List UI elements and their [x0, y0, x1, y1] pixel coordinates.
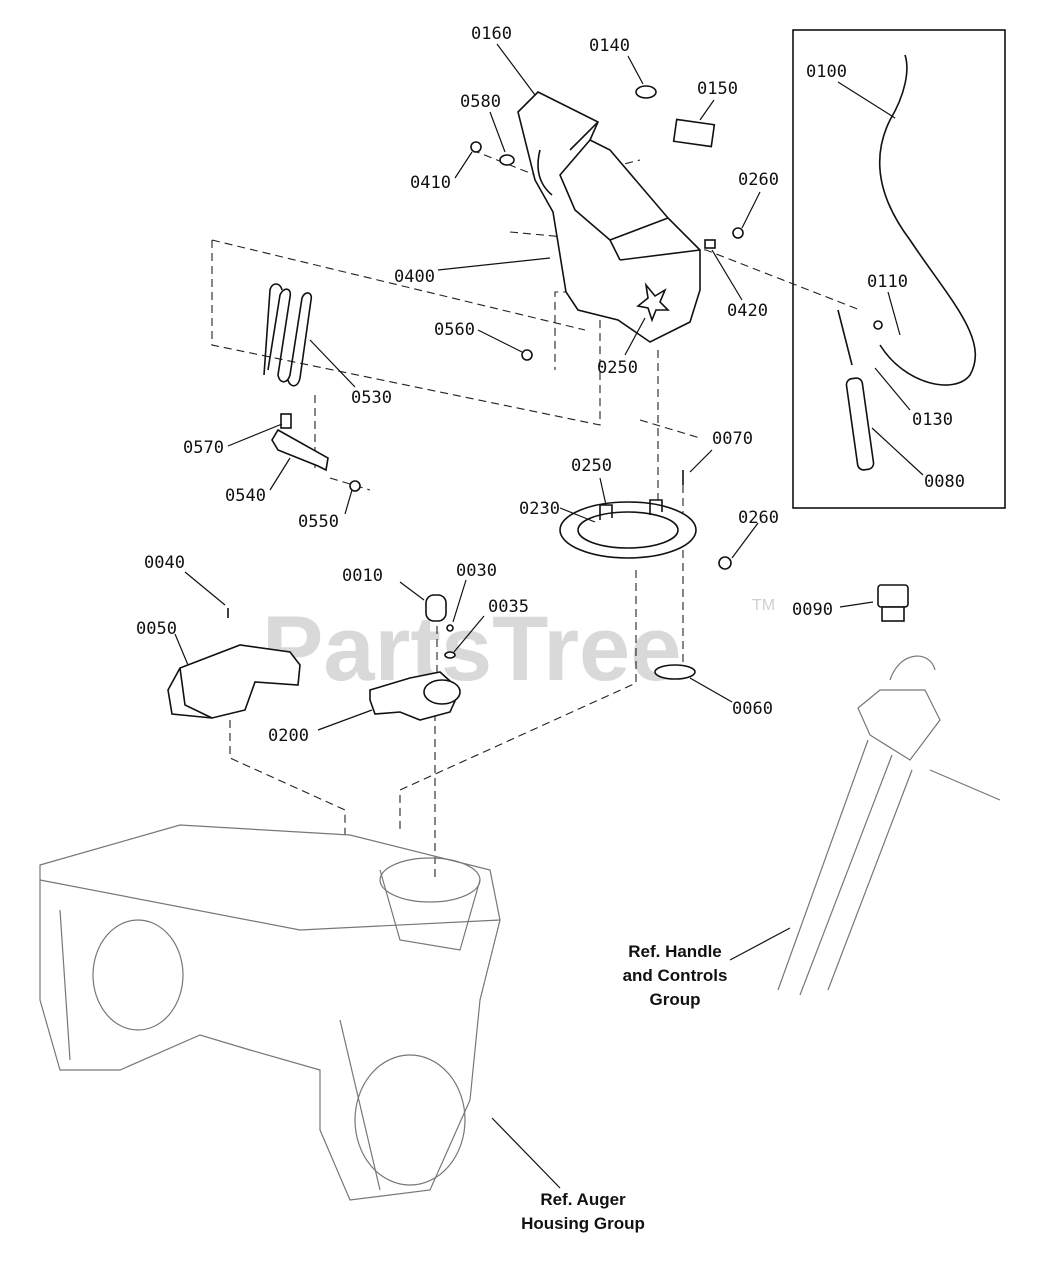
- spring: [267, 288, 313, 387]
- callout-0035: 0035: [488, 597, 529, 617]
- callout-0160: 0160: [471, 24, 512, 44]
- cable-kit-box: [792, 29, 1006, 509]
- auger-housing-reference: [39, 824, 501, 1201]
- callout-labels: 0160 0140 0580 0150 0100 0410 0260 0400 …: [136, 24, 965, 746]
- rod-0080: [845, 377, 875, 471]
- washer-0550: [349, 480, 361, 492]
- callout-0140: 0140: [589, 36, 630, 56]
- callout-0050: 0050: [136, 619, 177, 639]
- deflector-clip: [635, 85, 657, 99]
- callout-0070: 0070: [712, 429, 753, 449]
- control-cable: [878, 54, 976, 386]
- svg-text:Housing Group: Housing Group: [521, 1214, 645, 1233]
- bushing-0060: [654, 664, 696, 680]
- handle-reference-label: Ref. Handle and Controls Group: [623, 942, 728, 1009]
- handle-reference: [777, 655, 1001, 996]
- callout-0260-lower: 0260: [738, 508, 779, 528]
- callout-0230: 0230: [519, 499, 560, 519]
- leader-lines: [174, 43, 924, 1189]
- rod-0130: [837, 309, 853, 366]
- callout-0250-ring: 0250: [571, 456, 612, 476]
- callout-0250-chute: 0250: [597, 358, 638, 378]
- callout-0030: 0030: [456, 561, 497, 581]
- bracket: [271, 428, 329, 472]
- washer-0580: [499, 154, 515, 166]
- bolt-0570: [280, 413, 292, 429]
- switch: [877, 584, 909, 622]
- callout-0420: 0420: [727, 301, 768, 321]
- gearbox: [369, 594, 461, 721]
- screw-0030: [446, 624, 454, 632]
- callout-0100: 0100: [806, 62, 847, 82]
- nut-0260-top: [732, 227, 744, 239]
- callout-0540: 0540: [225, 486, 266, 506]
- callout-0110: 0110: [867, 272, 908, 292]
- nut-0410: [470, 141, 482, 153]
- callout-0410: 0410: [410, 173, 451, 193]
- callout-0200: 0200: [268, 726, 309, 746]
- callout-0080: 0080: [924, 472, 965, 492]
- svg-text:Ref. Handle: Ref. Handle: [628, 942, 722, 961]
- callout-0010: 0010: [342, 566, 383, 586]
- callout-0260-top: 0260: [738, 170, 779, 190]
- svg-text:Group: Group: [650, 990, 701, 1009]
- svg-text:and Controls: and Controls: [623, 966, 728, 985]
- callout-0400: 0400: [394, 267, 435, 287]
- watermark-trademark: TM: [752, 597, 775, 614]
- callout-0580: 0580: [460, 92, 501, 112]
- washer-0035: [444, 651, 456, 659]
- callout-0560: 0560: [434, 320, 475, 340]
- chute-ring: [559, 499, 697, 559]
- callout-0150: 0150: [697, 79, 738, 99]
- bolt-0420: [704, 239, 716, 249]
- spring-outline: [263, 283, 283, 376]
- nut-0560: [521, 349, 533, 361]
- callout-0040: 0040: [144, 553, 185, 573]
- callout-0060: 0060: [732, 699, 773, 719]
- discharge-chute: [517, 91, 701, 343]
- callout-0130: 0130: [912, 410, 953, 430]
- callout-0530: 0530: [351, 388, 392, 408]
- watermark: PartsTree: [262, 598, 681, 700]
- nut-0260-lower: [718, 556, 732, 570]
- callout-0550: 0550: [298, 512, 339, 532]
- callout-0090: 0090: [792, 600, 833, 620]
- clip-0110: [873, 320, 883, 330]
- decal: [672, 118, 716, 148]
- svg-text:Ref. Auger: Ref. Auger: [540, 1190, 626, 1209]
- auger-reference-label: Ref. Auger Housing Group: [521, 1190, 645, 1233]
- callout-0570: 0570: [183, 438, 224, 458]
- chute-cover: [167, 644, 301, 719]
